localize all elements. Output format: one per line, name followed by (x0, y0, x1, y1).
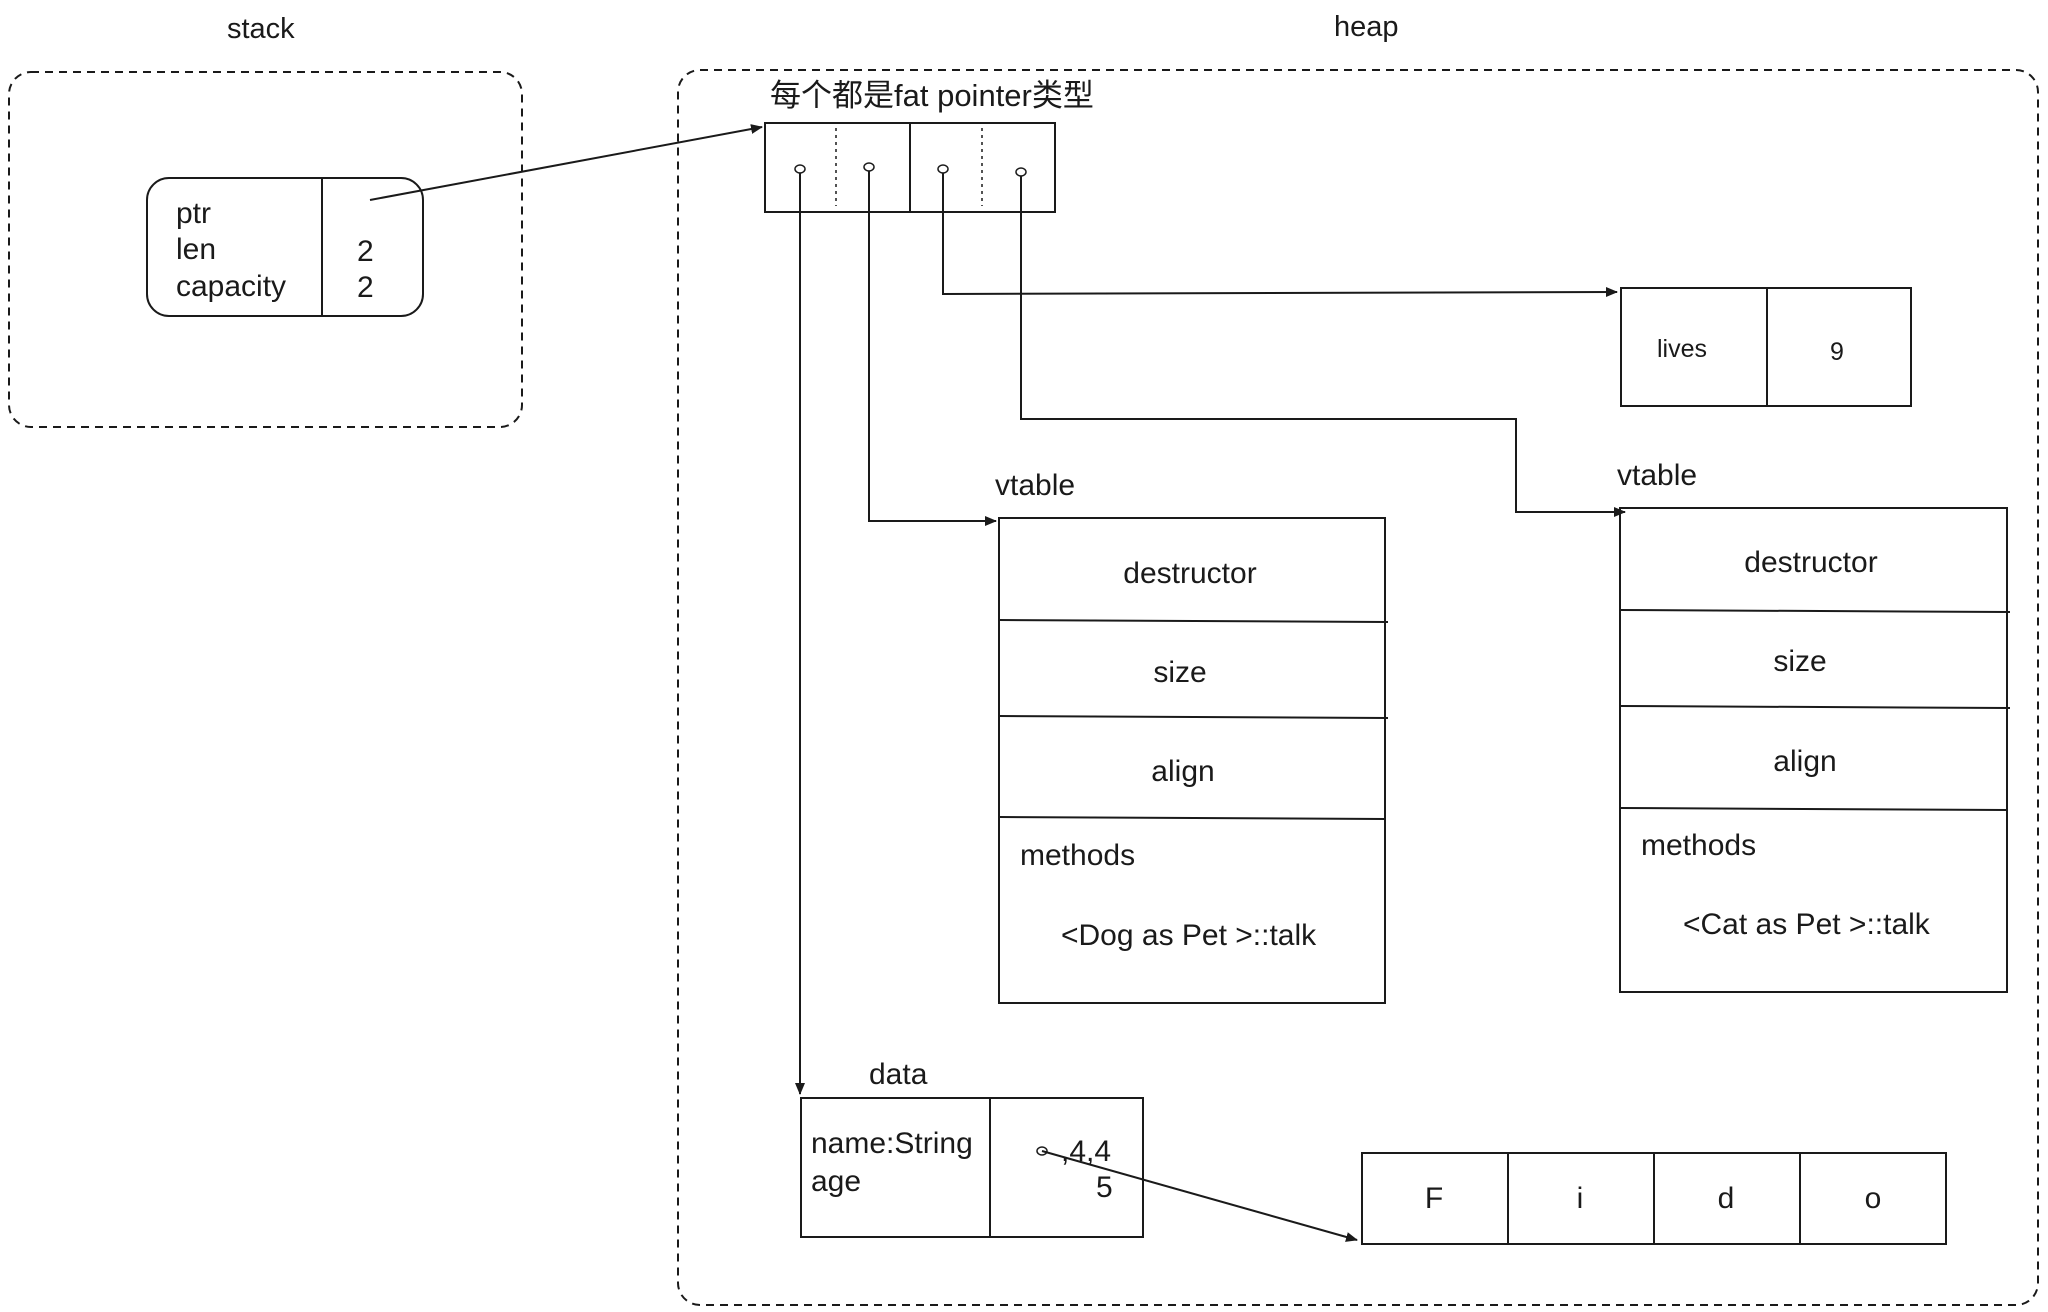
dog-data-box (800, 1097, 1144, 1238)
pointer-dot (863, 162, 875, 172)
string-char: F (1424, 1182, 1444, 1215)
dog-vtable-box (998, 517, 1386, 1004)
dog-vtable-title: vtable (995, 469, 1076, 502)
cat-vtable-align: align (1773, 745, 1837, 778)
dog-vtable-row-line (998, 619, 1389, 623)
stack-region (8, 71, 523, 428)
cat-vtable-row-line (1619, 705, 2011, 709)
cat-data-field: lives (1657, 335, 1708, 363)
vec-capacity-value: 2 (357, 271, 374, 304)
vec-header-box (146, 177, 424, 317)
cat-vtable-row-line (1619, 807, 2008, 811)
heap-region (677, 69, 2039, 1306)
arrow-name-to-bytes (1041, 1150, 1358, 1242)
cat-vtable-method: <Cat as Pet >::talk (1683, 908, 1930, 941)
vec-field-capacity: capacity (176, 270, 287, 303)
pointer-dot (794, 164, 806, 174)
string-char: i (1576, 1182, 1584, 1215)
dog-data-title: data (869, 1058, 928, 1091)
pointer-dot (1015, 167, 1027, 177)
arrow-to-dog-vtable (868, 171, 997, 526)
dog-data-field-age: age (811, 1165, 862, 1198)
vec-len-value: 2 (357, 235, 374, 268)
heap-label: heap (1334, 11, 1399, 43)
cat-vtable-title: vtable (1617, 459, 1698, 492)
dog-vtable-align: align (1151, 755, 1215, 788)
stack-label: stack (227, 13, 295, 45)
dog-vtable-size: size (1153, 656, 1207, 689)
dog-vtable-destructor: destructor (1123, 557, 1257, 590)
dog-vtable-row-line (998, 816, 1386, 820)
cat-vtable-size: size (1773, 645, 1827, 678)
dog-data-age-value: 5 (1096, 1171, 1113, 1204)
arrow-to-cat-vtable (1020, 176, 1626, 517)
vec-field-ptr: ptr (176, 197, 212, 230)
cat-vtable-box (1619, 507, 2008, 993)
cat-vtable-methods-label: methods (1641, 829, 1757, 862)
string-char: d (1717, 1182, 1735, 1215)
dog-vtable-method: <Dog as Pet >::talk (1061, 919, 1317, 952)
fat-pointer-note: 每个都是fat pointer类型 (770, 78, 1094, 113)
pointer-dot (937, 164, 949, 174)
arrow-to-cat-data (942, 173, 1618, 298)
string-char: o (1864, 1182, 1882, 1215)
dog-vtable-row-line (998, 715, 1389, 719)
cat-vtable-destructor: destructor (1744, 546, 1878, 579)
dog-data-name-value: ,4,4 (1061, 1135, 1112, 1168)
cat-vtable-row-line (1619, 609, 2011, 613)
cat-data-value: 9 (1830, 338, 1844, 366)
arrow-ptr-to-array (369, 124, 763, 201)
dog-vtable-methods-label: methods (1020, 839, 1136, 872)
dog-data-field-name: name:String (811, 1127, 973, 1160)
vec-field-len: len (176, 233, 217, 266)
